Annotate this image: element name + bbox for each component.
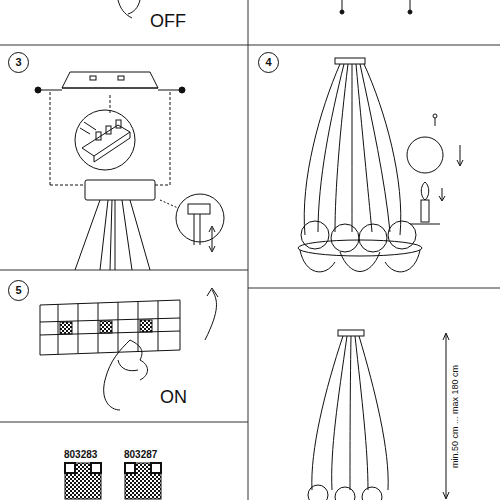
- cable-clamp-detail: [160, 194, 224, 252]
- step-number-circle: 3: [8, 52, 29, 73]
- terminal-block-detail: [75, 110, 135, 170]
- step-number-circle: 5: [8, 280, 29, 301]
- qr-codes: [65, 463, 161, 499]
- article-number: 803283: [64, 450, 97, 460]
- step-number-circle: 4: [258, 52, 279, 73]
- canopy: [75, 180, 155, 270]
- circuit-breakers: [40, 300, 180, 355]
- hand-switch-off: [118, 0, 140, 18]
- switch-state: ON: [160, 388, 187, 406]
- height-dimension: min.50 cm ... max 180 cm: [452, 364, 461, 467]
- hand-switch-on: [104, 288, 218, 410]
- switch-state: OFF: [150, 12, 186, 30]
- mounting-bracket: [35, 72, 185, 185]
- step-number: 3: [15, 57, 21, 68]
- step-number: 4: [265, 57, 271, 68]
- chandelier-height: [308, 330, 449, 500]
- article-number: 803287: [124, 450, 157, 460]
- wire-ends: [340, 0, 412, 14]
- chandelier-assembly: [298, 58, 463, 272]
- step-number: 5: [15, 285, 21, 296]
